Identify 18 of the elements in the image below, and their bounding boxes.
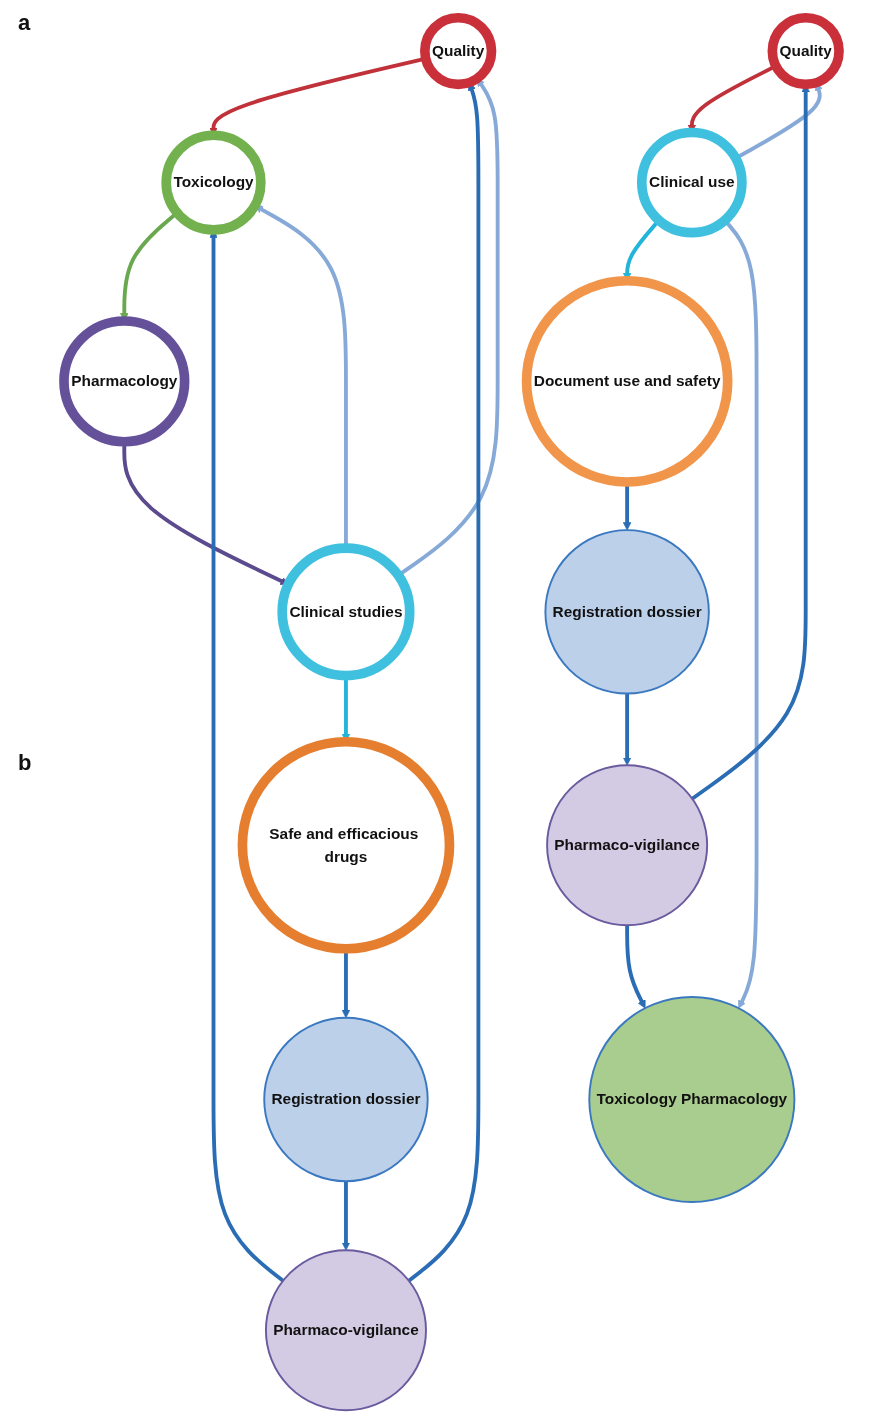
node-circle: Clinical studies xyxy=(277,543,415,681)
node-circle: Pharmacology xyxy=(59,316,190,447)
node-circle: Quality xyxy=(767,12,844,90)
node-circle: Registration dossier xyxy=(544,529,710,695)
node-circle: Document use and safety xyxy=(521,276,733,487)
node-circle: Toxicology Pharmacology xyxy=(588,996,796,1204)
arrow xyxy=(622,693,632,766)
node-circle: Quality xyxy=(420,12,497,90)
arrow xyxy=(341,1181,351,1251)
node-circle: Pharmaco-vigilance xyxy=(546,764,709,927)
panel-letter: b xyxy=(18,750,32,776)
node-circle: Registration dossier xyxy=(263,1016,429,1183)
node-circle: Toxicology xyxy=(161,130,266,235)
node-circle: Safe and efficacious drugs xyxy=(237,736,455,954)
panel-letter: a xyxy=(18,10,31,36)
node-circle: Pharmaco-vigilance xyxy=(264,1249,427,1412)
arrow xyxy=(625,925,646,1009)
node-circle: Clinical use xyxy=(637,127,747,238)
